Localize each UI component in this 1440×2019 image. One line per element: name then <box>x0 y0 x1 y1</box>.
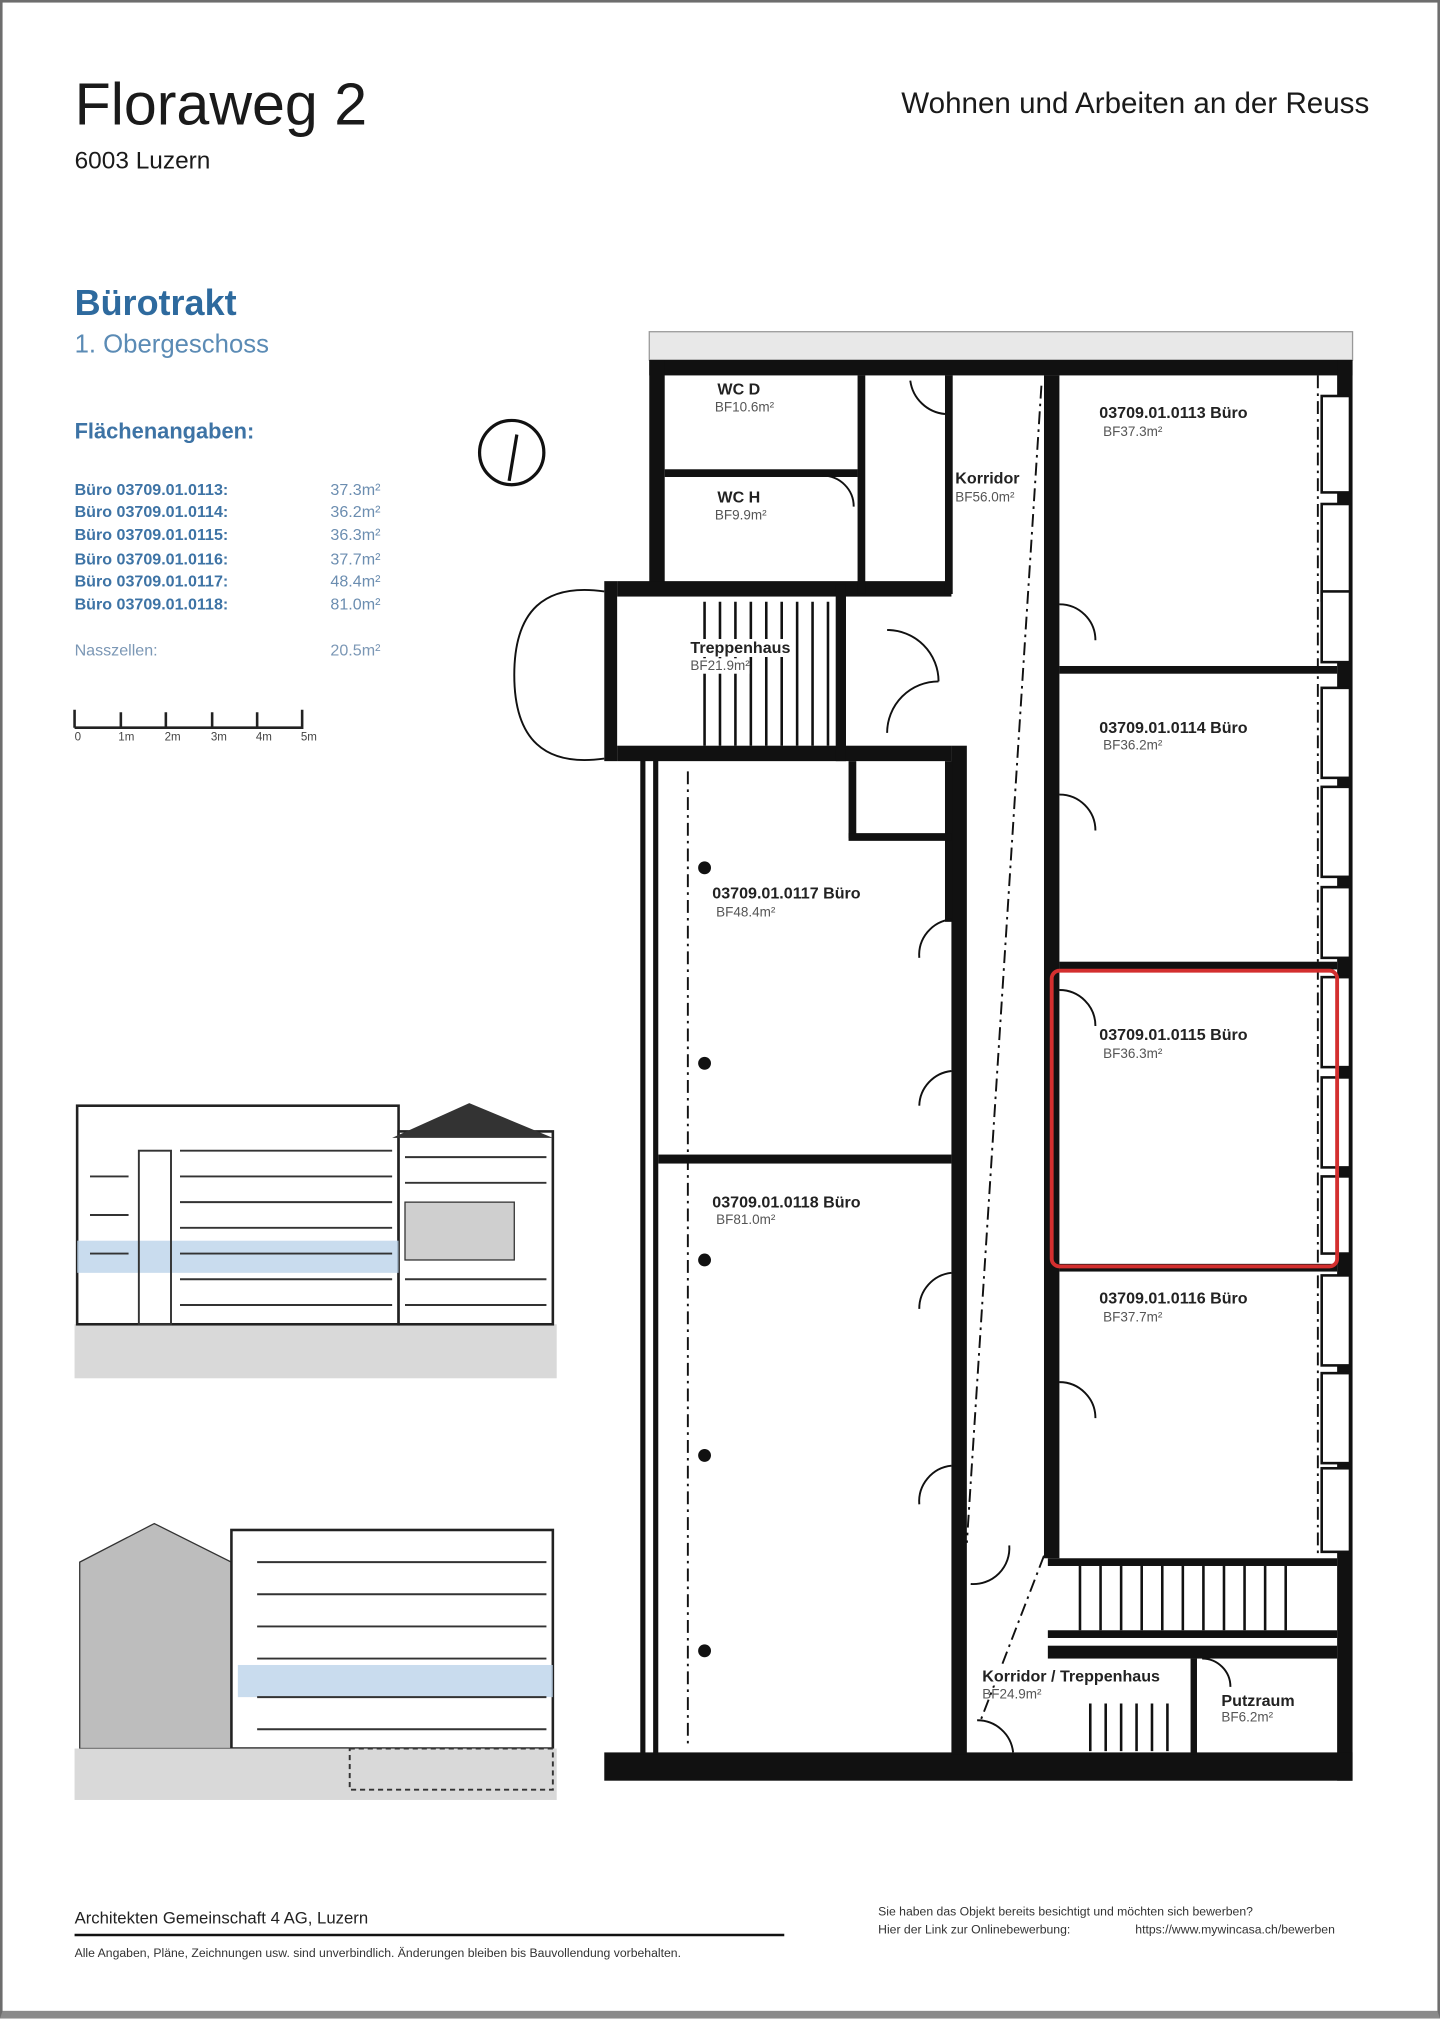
area-label: Büro 03709.01.0118: <box>74 595 229 614</box>
elevation-drawing-side <box>74 1522 557 1800</box>
area-value: 36.3m² <box>330 525 381 544</box>
room-name: 03709.01.0118 Büro <box>712 1193 861 1212</box>
room-area: BF36.2m² <box>1103 737 1163 754</box>
elevation-drawing-front <box>74 1103 557 1379</box>
areas-heading: Flächenangaben: <box>74 419 255 444</box>
wet-label: Nasszellen: <box>74 641 158 660</box>
disclaimer: Alle Angaben, Pläne, Zeichnungen usw. si… <box>74 1946 681 1961</box>
section-title: Bürotrakt <box>74 282 237 323</box>
north-arrow-icon <box>477 418 546 487</box>
area-value: 36.2m² <box>330 502 381 521</box>
room-area: BF6.2m² <box>1221 1709 1274 1726</box>
room-name: Korridor <box>955 469 1020 488</box>
room-area: BF21.9m² <box>690 658 750 674</box>
area-label: Büro 03709.01.0117: <box>74 572 229 591</box>
room-name: 03709.01.0116 Büro <box>1099 1289 1248 1308</box>
room-area: BF36.3m² <box>1103 1046 1163 1062</box>
architect-credit: Architekten Gemeinschaft 4 AG, Luzern <box>74 1907 369 1928</box>
apply-link[interactable]: https://www.mywincasa.ch/bewerben <box>1135 1923 1335 1938</box>
room-name: 03709.01.0114 Büro <box>1099 718 1248 737</box>
room-name: Putzraum <box>1221 1691 1295 1710</box>
doors <box>513 380 1232 1753</box>
scale-bar <box>73 709 304 729</box>
room-name: Korridor / Treppenhaus <box>982 1667 1160 1686</box>
corridor-axis <box>686 375 1319 1749</box>
area-label: Büro 03709.01.0114: <box>74 502 229 521</box>
scale-tick-label: 5m <box>300 730 317 744</box>
floor-label: 1. Obergeschoss <box>74 330 269 359</box>
area-label: Büro 03709.01.0116: <box>74 550 229 569</box>
apply-link-label: Hier der Link zur Onlinebewerbung: <box>878 1923 1071 1938</box>
scale-tick-label: 1m <box>118 730 135 744</box>
tagline: Wohnen und Arbeiten an der Reuss <box>901 86 1370 120</box>
area-row: Büro 03709.01.0115: 36.3m² <box>75 526 396 544</box>
scale-tick-label: 0 <box>74 730 82 744</box>
area-row: Büro 03709.01.0113: 37.3m² <box>75 481 396 499</box>
room-area: BF48.4m² <box>716 905 776 921</box>
room-area: BF37.7m² <box>1103 1310 1163 1326</box>
area-value: 81.0m² <box>330 595 381 614</box>
area-row: Büro 03709.01.0114: 36.2m² <box>75 503 396 521</box>
room-name: 03709.01.0113 Büro <box>1099 403 1248 422</box>
columns <box>698 861 711 1658</box>
city: 6003 Luzern <box>74 147 211 175</box>
room-area: BF24.9m² <box>982 1686 1042 1703</box>
area-label: Büro 03709.01.0115: <box>74 525 229 544</box>
area-value: 37.7m² <box>330 550 381 569</box>
room-name: WC H <box>717 488 761 507</box>
scale-tick-label: 3m <box>210 730 227 744</box>
plan-walls <box>604 331 1354 1781</box>
area-value: 48.4m² <box>330 572 381 591</box>
room-name: 03709.01.0115 Büro <box>1099 1025 1248 1044</box>
area-row: Büro 03709.01.0116: 37.7m² <box>75 550 396 568</box>
room-name: 03709.01.0117 Büro <box>712 884 861 903</box>
area-row: Büro 03709.01.0117: 48.4m² <box>75 572 396 590</box>
room-area: BF37.3m² <box>1103 424 1163 440</box>
room-name: WC D <box>717 380 761 399</box>
room-area: BF9.9m² <box>714 507 767 524</box>
area-label: Büro 03709.01.0113: <box>74 480 229 499</box>
wet-rooms-row: Nasszellen: 20.5m² <box>75 642 396 660</box>
wet-value: 20.5m² <box>330 641 381 660</box>
scale-tick-label: 4m <box>255 730 272 744</box>
stairs <box>703 601 1287 1752</box>
room-area: BF10.6m² <box>714 399 775 416</box>
room-area: BF81.0m² <box>716 1212 776 1228</box>
apply-question: Sie haben das Objekt bereits besichtigt … <box>878 1905 1253 1920</box>
room-name: Treppenhaus <box>690 638 791 657</box>
scale-tick-label: 2m <box>164 730 181 744</box>
area-row: Büro 03709.01.0118: 81.0m² <box>75 595 396 613</box>
page-title: Floraweg 2 <box>74 70 368 138</box>
selected-office-highlight <box>1049 968 1340 1269</box>
area-value: 37.3m² <box>330 480 381 499</box>
room-area: BF56.0m² <box>955 489 1015 506</box>
